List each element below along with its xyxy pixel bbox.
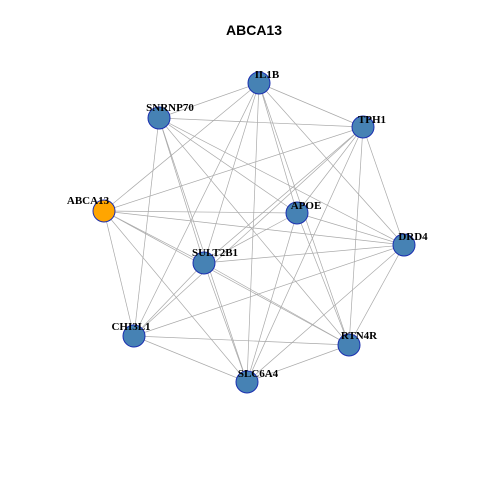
edge-tph1-chi3l1 — [133, 126, 364, 337]
edge-snrnp70-tph1 — [158, 117, 364, 128]
node-rtn4r: RTN4R — [337, 330, 378, 357]
edge-snrnp70-rtn4r — [158, 117, 350, 346]
node-circle — [285, 201, 309, 225]
chart-title: ABCA13 — [226, 22, 282, 38]
edge-tph1-rtn4r — [348, 126, 364, 346]
edge-abca13-drd4 — [103, 210, 405, 246]
edge-tph1-sult2b1 — [203, 126, 364, 264]
node-sult2b1: SULT2B1 — [192, 247, 238, 275]
edge-chi3l1-rtn4r — [133, 335, 350, 346]
edge-snrnp70-drd4 — [158, 117, 405, 246]
edge-abca13-chi3l1 — [103, 210, 135, 337]
edge-il1b-tph1 — [258, 82, 364, 128]
node-abca13: ABCA13 — [67, 195, 116, 223]
node-circle — [337, 333, 361, 357]
edge-sult2b1-slc6a4 — [203, 262, 248, 383]
node-chi3l1: CHI3L1 — [111, 321, 151, 348]
edge-il1b-slc6a4 — [246, 82, 260, 383]
edge-tph1-drd4 — [362, 126, 405, 246]
node-label: SULT2B1 — [192, 247, 238, 259]
edge-apoe-slc6a4 — [246, 212, 298, 383]
edge-il1b-drd4 — [258, 82, 405, 246]
edge-tph1-abca13 — [103, 126, 364, 212]
edge-apoe-rtn4r — [296, 212, 350, 346]
edge-chi3l1-slc6a4 — [133, 335, 248, 383]
edge-tph1-apoe — [296, 126, 364, 214]
node-label: SLC6A4 — [238, 368, 279, 380]
node-label: RTN4R — [341, 330, 378, 342]
edge-snrnp70-slc6a4 — [158, 117, 248, 383]
edge-il1b-abca13 — [103, 82, 260, 212]
node-circle — [392, 233, 416, 257]
edge-sult2b1-rtn4r — [203, 262, 350, 346]
node-tph1: TPH1 — [351, 114, 386, 139]
edge-rtn4r-slc6a4 — [246, 344, 350, 383]
edge-sult2b1-chi3l1 — [133, 262, 205, 337]
node-drd4: DRD4 — [392, 231, 428, 257]
edge-abca13-rtn4r — [103, 210, 350, 346]
edge-il1b-sult2b1 — [203, 82, 260, 264]
node-circle — [147, 106, 171, 130]
edge-drd4-rtn4r — [348, 244, 405, 346]
node-circle — [92, 199, 116, 223]
edges-layer — [103, 82, 405, 383]
node-label: ABCA13 — [67, 195, 110, 207]
edge-snrnp70-chi3l1 — [133, 117, 160, 337]
node-slc6a4: SLC6A4 — [235, 368, 279, 394]
edge-abca13-slc6a4 — [103, 210, 248, 383]
edge-snrnp70-apoe — [158, 117, 298, 214]
edge-abca13-sult2b1 — [103, 210, 205, 264]
node-label: SNRNP70 — [146, 102, 194, 114]
node-circle — [351, 115, 375, 139]
edge-drd4-chi3l1 — [133, 244, 405, 337]
edge-apoe-drd4 — [296, 212, 405, 246]
edge-il1b-apoe — [258, 82, 298, 214]
node-circle — [235, 370, 259, 394]
node-label: IL1B — [255, 69, 280, 81]
edge-tph1-slc6a4 — [246, 126, 364, 383]
node-snrnp70: SNRNP70 — [146, 102, 194, 130]
edge-snrnp70-sult2b1 — [158, 117, 205, 264]
edge-apoe-sult2b1 — [203, 212, 298, 264]
node-circle — [247, 71, 271, 95]
edge-drd4-sult2b1 — [203, 244, 405, 264]
node-label: APOE — [291, 200, 322, 212]
node-label: DRD4 — [398, 231, 428, 243]
edge-il1b-chi3l1 — [133, 82, 260, 337]
edge-drd4-slc6a4 — [246, 244, 405, 383]
node-label: TPH1 — [358, 114, 386, 126]
node-circle — [192, 251, 216, 275]
node-label: CHI3L1 — [111, 321, 150, 333]
node-circle — [122, 324, 146, 348]
node-il1b: IL1B — [247, 69, 280, 95]
edge-abca13-apoe — [103, 210, 298, 214]
edge-il1b-snrnp70 — [158, 82, 260, 119]
node-apoe: APOE — [285, 200, 322, 225]
